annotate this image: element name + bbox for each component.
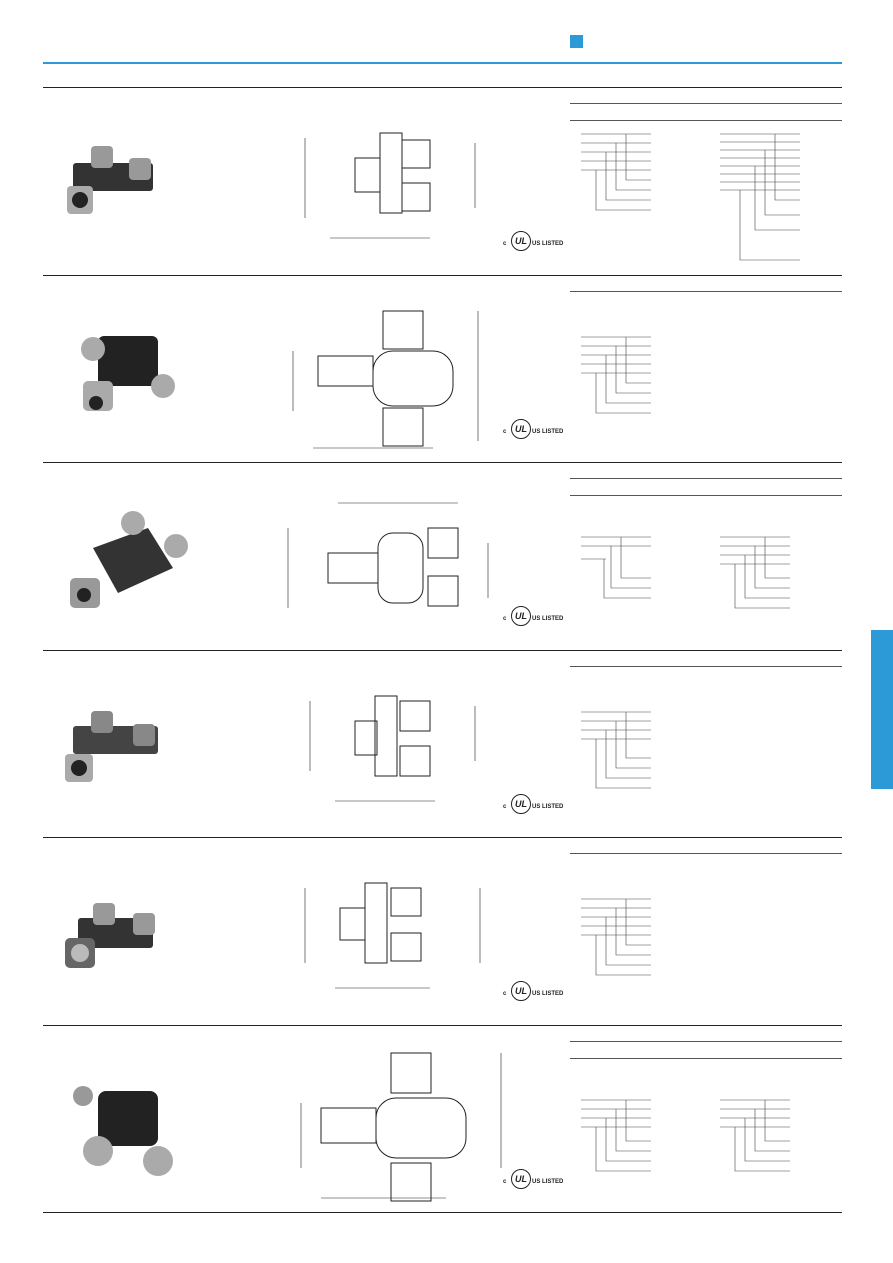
cert-c: c [503,1179,507,1185]
dimension-drawing [300,1052,502,1202]
product-row-3: c UL US LISTED [43,463,842,650]
pin-header-rule [570,1041,842,1042]
product-photo [65,903,155,968]
ul-listed-badge: c UL US LISTED [503,794,565,816]
wiring-diagram [720,1099,790,1172]
row-divider [43,462,842,463]
cert-text: US LISTED [532,241,564,247]
product-row-6: c UL US LISTED [43,1026,842,1213]
cert-c: c [503,241,507,247]
row-divider [43,1025,842,1026]
product-photo [81,336,175,411]
cert-c: c [503,804,507,810]
dimension-drawing [292,310,479,449]
cert-text: US LISTED [532,1179,564,1185]
header-rule [43,62,842,64]
pin-header-rule [570,103,842,104]
row-divider [43,650,842,651]
pin-header-rule [570,1058,842,1059]
ul-listed-badge: c UL US LISTED [503,606,565,628]
table-header-rule [43,87,842,88]
wiring-diagram [581,133,651,211]
cert-c: c [503,616,507,622]
product-photo [73,1086,173,1176]
wiring-diagram [581,336,651,414]
ul-logo: UL [511,981,531,1001]
product-photo [67,146,153,214]
cert-text: US LISTED [532,429,564,435]
row-divider [43,1212,842,1213]
cert-c: c [503,429,507,435]
ul-logo: UL [511,794,531,814]
ul-listed-badge: c UL US LISTED [503,981,565,1003]
wiring-diagram [581,536,651,599]
product-row-5: c UL US LISTED [43,838,842,1025]
pin-header-rule [570,120,842,121]
ul-logo: UL [511,1169,531,1189]
pin-header-rule [570,291,842,292]
row-divider [43,837,842,838]
product-photo [70,511,188,608]
cert-text: US LISTED [532,991,564,997]
ul-logo: UL [511,419,531,439]
ul-listed-badge: c UL US LISTED [503,419,565,441]
ul-listed-badge: c UL US LISTED [503,1169,565,1191]
row-divider [43,275,842,276]
pin-header-rule [570,478,842,479]
cert-text: US LISTED [532,804,564,810]
section-marker-icon [570,35,583,48]
dimension-drawing [304,132,476,239]
pin-header-rule [570,495,842,496]
ul-logo: UL [511,606,531,626]
product-row-1: c UL US LISTED [43,88,842,275]
dimension-drawing [287,502,489,608]
product-row-4: c UL US LISTED [43,651,842,838]
cert-text: US LISTED [532,616,564,622]
product-row-2: c UL US LISTED [43,276,842,463]
wiring-diagram [720,536,790,609]
wiring-diagram [581,1099,651,1172]
wiring-diagram [720,133,800,261]
cert-c: c [503,991,507,997]
wiring-diagram [581,711,651,789]
wiring-diagram [581,898,651,976]
ul-listed-badge: c UL US LISTED [503,231,565,253]
pin-header-rule [570,666,842,667]
ul-logo: UL [511,231,531,251]
dimension-drawing [304,882,481,989]
pin-header-rule [570,853,842,854]
side-tab[interactable] [871,630,893,789]
product-photo [65,711,158,782]
dimension-drawing [309,695,476,802]
